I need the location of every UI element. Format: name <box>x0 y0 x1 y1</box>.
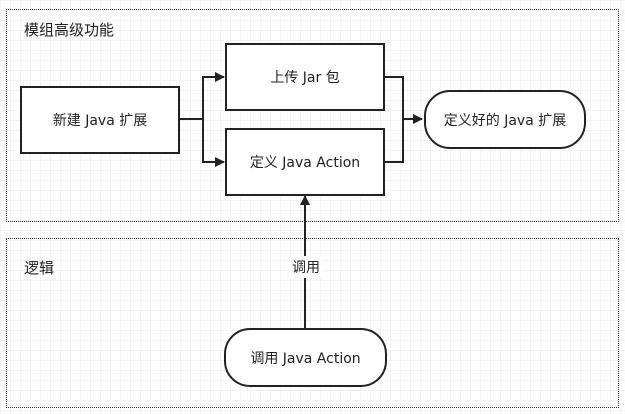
node-upload-jar: 上传 Jar 包 <box>225 43 385 111</box>
edge-label-call: 调用 <box>290 256 322 278</box>
edge-define-to-defined <box>385 119 404 163</box>
edge-new-to-define <box>180 118 225 167</box>
node-new-java-extension: 新建 Java 扩展 <box>20 86 180 154</box>
group-logic <box>6 238 619 408</box>
group-advanced-features-label: 模组高级功能 <box>24 21 115 39</box>
edge-new-to-upload <box>180 72 225 120</box>
group-advanced-features <box>6 9 619 222</box>
group-logic-label: 逻辑 <box>24 259 55 277</box>
edge-upload-to-defined <box>385 76 423 124</box>
node-call-java-action: 调用 Java Action <box>224 328 387 387</box>
node-define-java-action: 定义 Java Action <box>225 128 385 196</box>
node-defined-java-extension: 定义好的 Java 扩展 <box>424 90 586 149</box>
